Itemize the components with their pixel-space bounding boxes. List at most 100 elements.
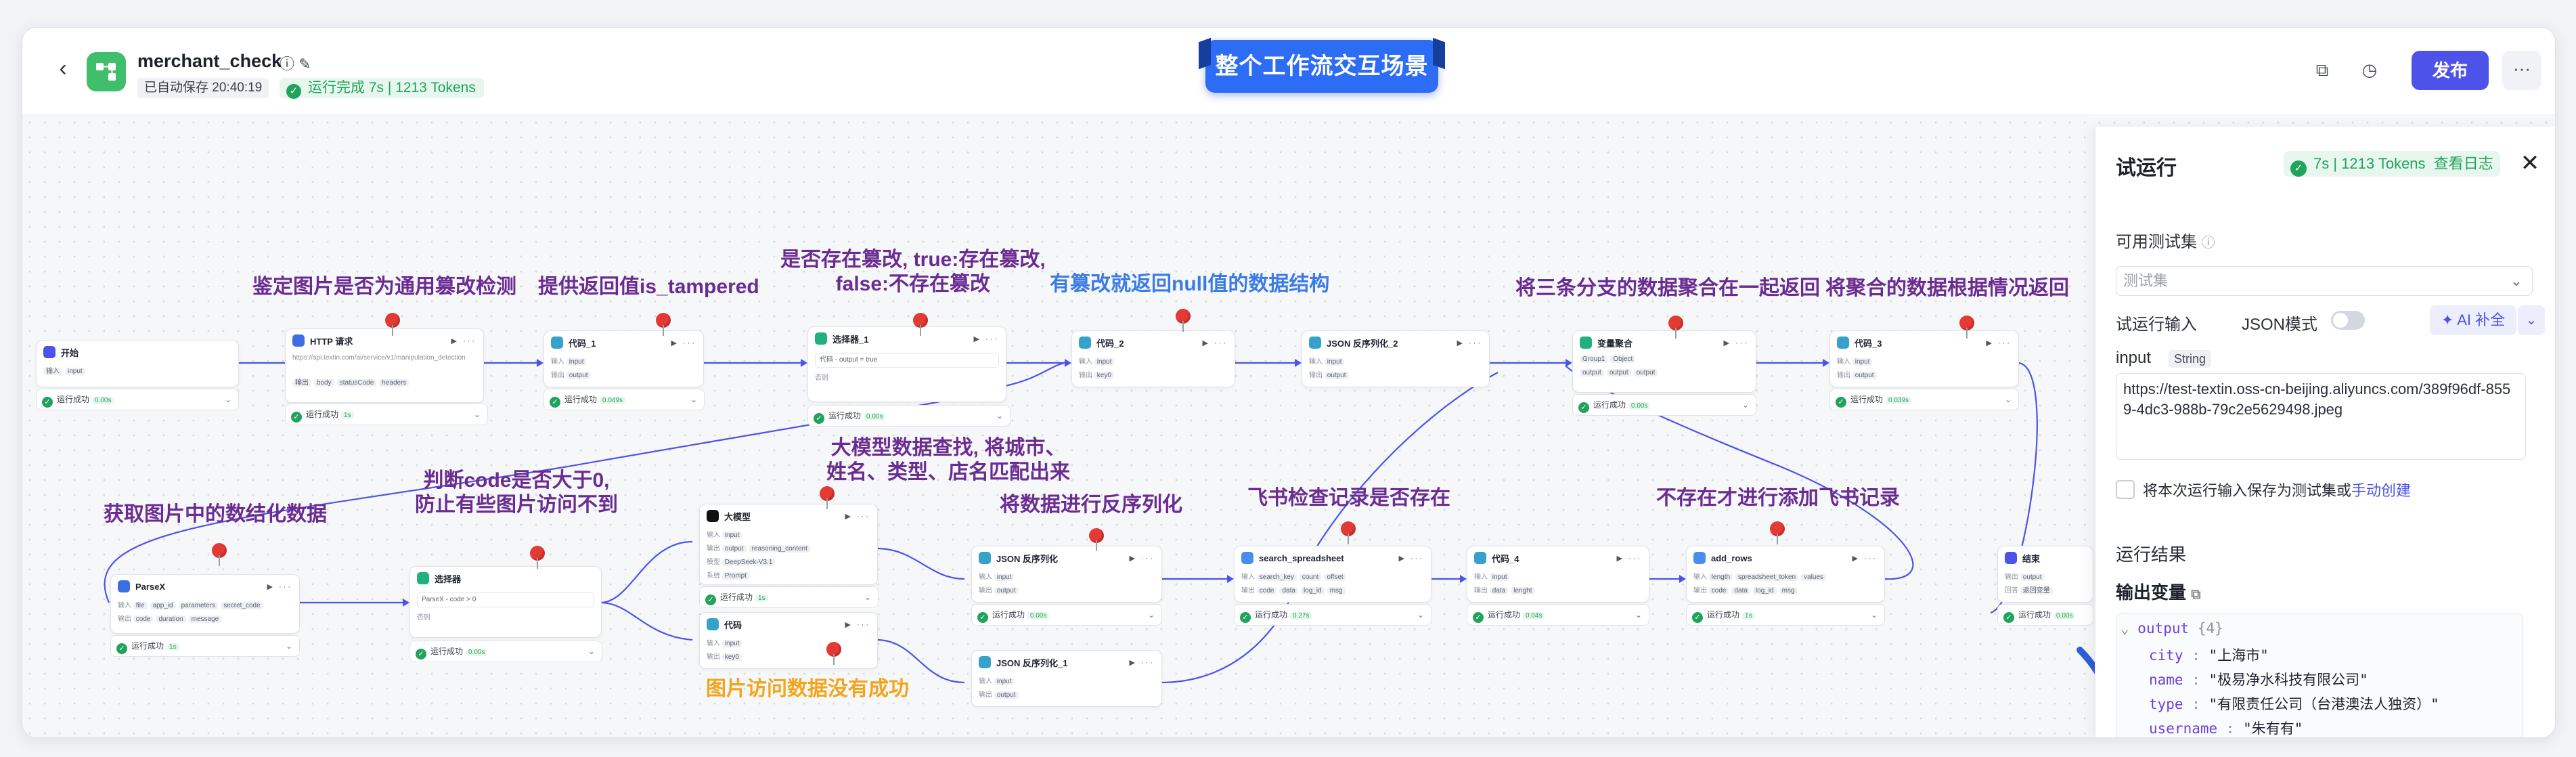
var-tag: count [1299,574,1322,581]
output-key: username [2149,720,2218,737]
var-tag: input [721,532,742,539]
annotation-line: 是否存在篡改, true:存在篡改, [780,248,1046,271]
output-root[interactable]: ⌄ output {4} [2120,620,2223,636]
view-log-link[interactable]: 查看日志 [2433,155,2493,172]
var-tag: input [1489,574,1510,581]
json-mode-toggle[interactable] [2331,311,2365,330]
node-title: JSON 反序列化 [996,553,1059,564]
code-icon [551,337,563,349]
node-json1[interactable]: JSON 反序列化_1▶ ··· 输入 input 输出 output [971,650,1162,707]
node-json2[interactable]: JSON 反序列化_2▶ ··· 输入 input 输出 output [1302,330,1490,387]
var-tag: input [566,358,587,366]
manual-create-link[interactable]: 手动创建 [2351,482,2412,499]
info-icon[interactable]: ⓘ [280,56,295,72]
api-url: https://api.textin.com/ai/service/v1/man… [292,354,466,362]
pin-icon [212,543,227,566]
code-icon [1837,337,1849,349]
var-tag: output [994,587,1019,594]
annotation-null-structure: 有篡改就返回null值的数据结构 [1050,273,1330,295]
node-code1[interactable]: 代码_1▶ ··· 输入 input 输出 output [543,330,704,387]
more-icon[interactable]: ··· [2502,51,2541,90]
copy-icon[interactable]: ⧉ [2315,60,2329,80]
var-tag: log_id [1300,587,1325,594]
group-label: Group1 [1580,355,1608,363]
type-tag: Object [1610,355,1636,363]
var-tag: offset [1324,574,1346,581]
node-title: 大模型 [724,511,751,522]
node-http[interactable]: HTTP 请求▶ ··· https://api.textin.com/ai/s… [285,328,484,403]
edit-icon[interactable]: ✎ [298,56,311,72]
output-value: "朱有有" [2243,720,2303,737]
status-text: 运行成功 [2018,610,2051,620]
annotation-feishu-add: 不存在才进行添加飞书记录 [1656,487,1900,509]
var-tag: headers [379,379,409,387]
node-code3[interactable]: 代码_3▶ ··· 输入 input 输出 output [1829,330,2019,387]
info-icon: ⓘ [2201,236,2215,251]
testset-select[interactable]: 测试集⌄ [2116,266,2533,296]
back-icon[interactable]: ‹ [59,56,67,81]
var-tag: file [133,602,148,609]
var-tag: code [1256,587,1277,594]
code-icon [1079,337,1091,349]
output-value: "上海市" [2208,647,2269,664]
node-selector[interactable]: 选择器 ParseX - code > 0 否则 [409,566,602,638]
output-value: "有限责任公司（台港澳法人独资）" [2208,696,2439,712]
save-testset-label: 将本次运行输入保存为测试集或手动创建 [2143,479,2411,500]
node-selector1[interactable]: 选择器_1▶ ··· 代码 - output = true 否则 [807,326,1006,402]
var-tag: duration [156,615,186,623]
node-code2[interactable]: 代码_2▶ ··· 输入 input 输出 key0 [1071,330,1235,387]
save-testset-checkbox[interactable] [2116,480,2135,499]
node-json[interactable]: JSON 反序列化▶ ··· 输入 input 输出 output [971,546,1162,603]
selector-icon [417,572,429,584]
pin-icon [1668,316,1683,339]
duration: 1s [755,594,768,602]
chevron-down-icon[interactable]: ⌄ [2518,305,2545,335]
var-tag: statusCode [336,379,377,387]
model-tag: DeepSeek-V3.1 [721,559,776,566]
pin-icon [913,313,928,336]
scenario-banner: 整个工作流交互场景 [1205,40,1438,93]
json-mode-label: JSON模式 [2242,316,2318,334]
var-tag: output [1852,372,1877,379]
ai-complete-button[interactable]: ✦ AI 补全 [2430,305,2516,335]
status-text: 运行成功 [306,410,339,419]
close-icon[interactable]: ✕ [2520,150,2540,176]
testset-label: 可用测试集 ⓘ [2116,228,2215,252]
code-icon [1474,552,1486,564]
var-tag: secret_code [221,602,263,609]
publish-button[interactable]: 发布 [2412,51,2489,90]
annotation-tamper-condition: 是否存在篡改, true:存在篡改,false:不存在篡改 [780,248,1046,297]
copy-icon[interactable]: ⧉ [2191,587,2201,602]
annotation-tamper-detect: 鉴定图片是否为通用篡改检测 [252,276,516,298]
node-code[interactable]: 代码▶ ··· 输入 input 输出 key0 [699,612,878,669]
annotation-line: 防止有些图片访问不到 [415,494,618,516]
node-end[interactable]: 结束 输出 output 回答 返回变量 [1997,546,2093,603]
history-icon[interactable]: ◷ [2361,60,2378,80]
input-value-field[interactable]: https://test-textin.oss-cn-beijing.aliyu… [2116,373,2526,460]
status-text: 运行成功 [131,641,164,651]
else-branch: 否则 [417,614,430,622]
status-text: 运行成功 [828,411,862,420]
var-tag: output [1324,372,1349,379]
